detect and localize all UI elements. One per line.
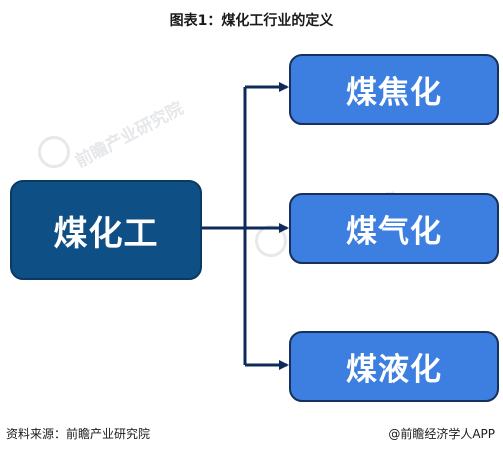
figure-title: 图表1：煤化工行业的定义	[169, 13, 334, 29]
watermark-logo-icon	[38, 136, 70, 168]
source-note: 资料来源：前瞻产业研究院	[6, 427, 151, 441]
root-node: 煤化工	[10, 180, 202, 280]
credit-note: @前瞻经济学人APP	[388, 427, 495, 441]
child-node-liquefaction: 煤液化	[289, 331, 499, 402]
child-node-coking: 煤焦化	[289, 54, 499, 125]
child-node-gasification: 煤气化	[289, 193, 499, 264]
